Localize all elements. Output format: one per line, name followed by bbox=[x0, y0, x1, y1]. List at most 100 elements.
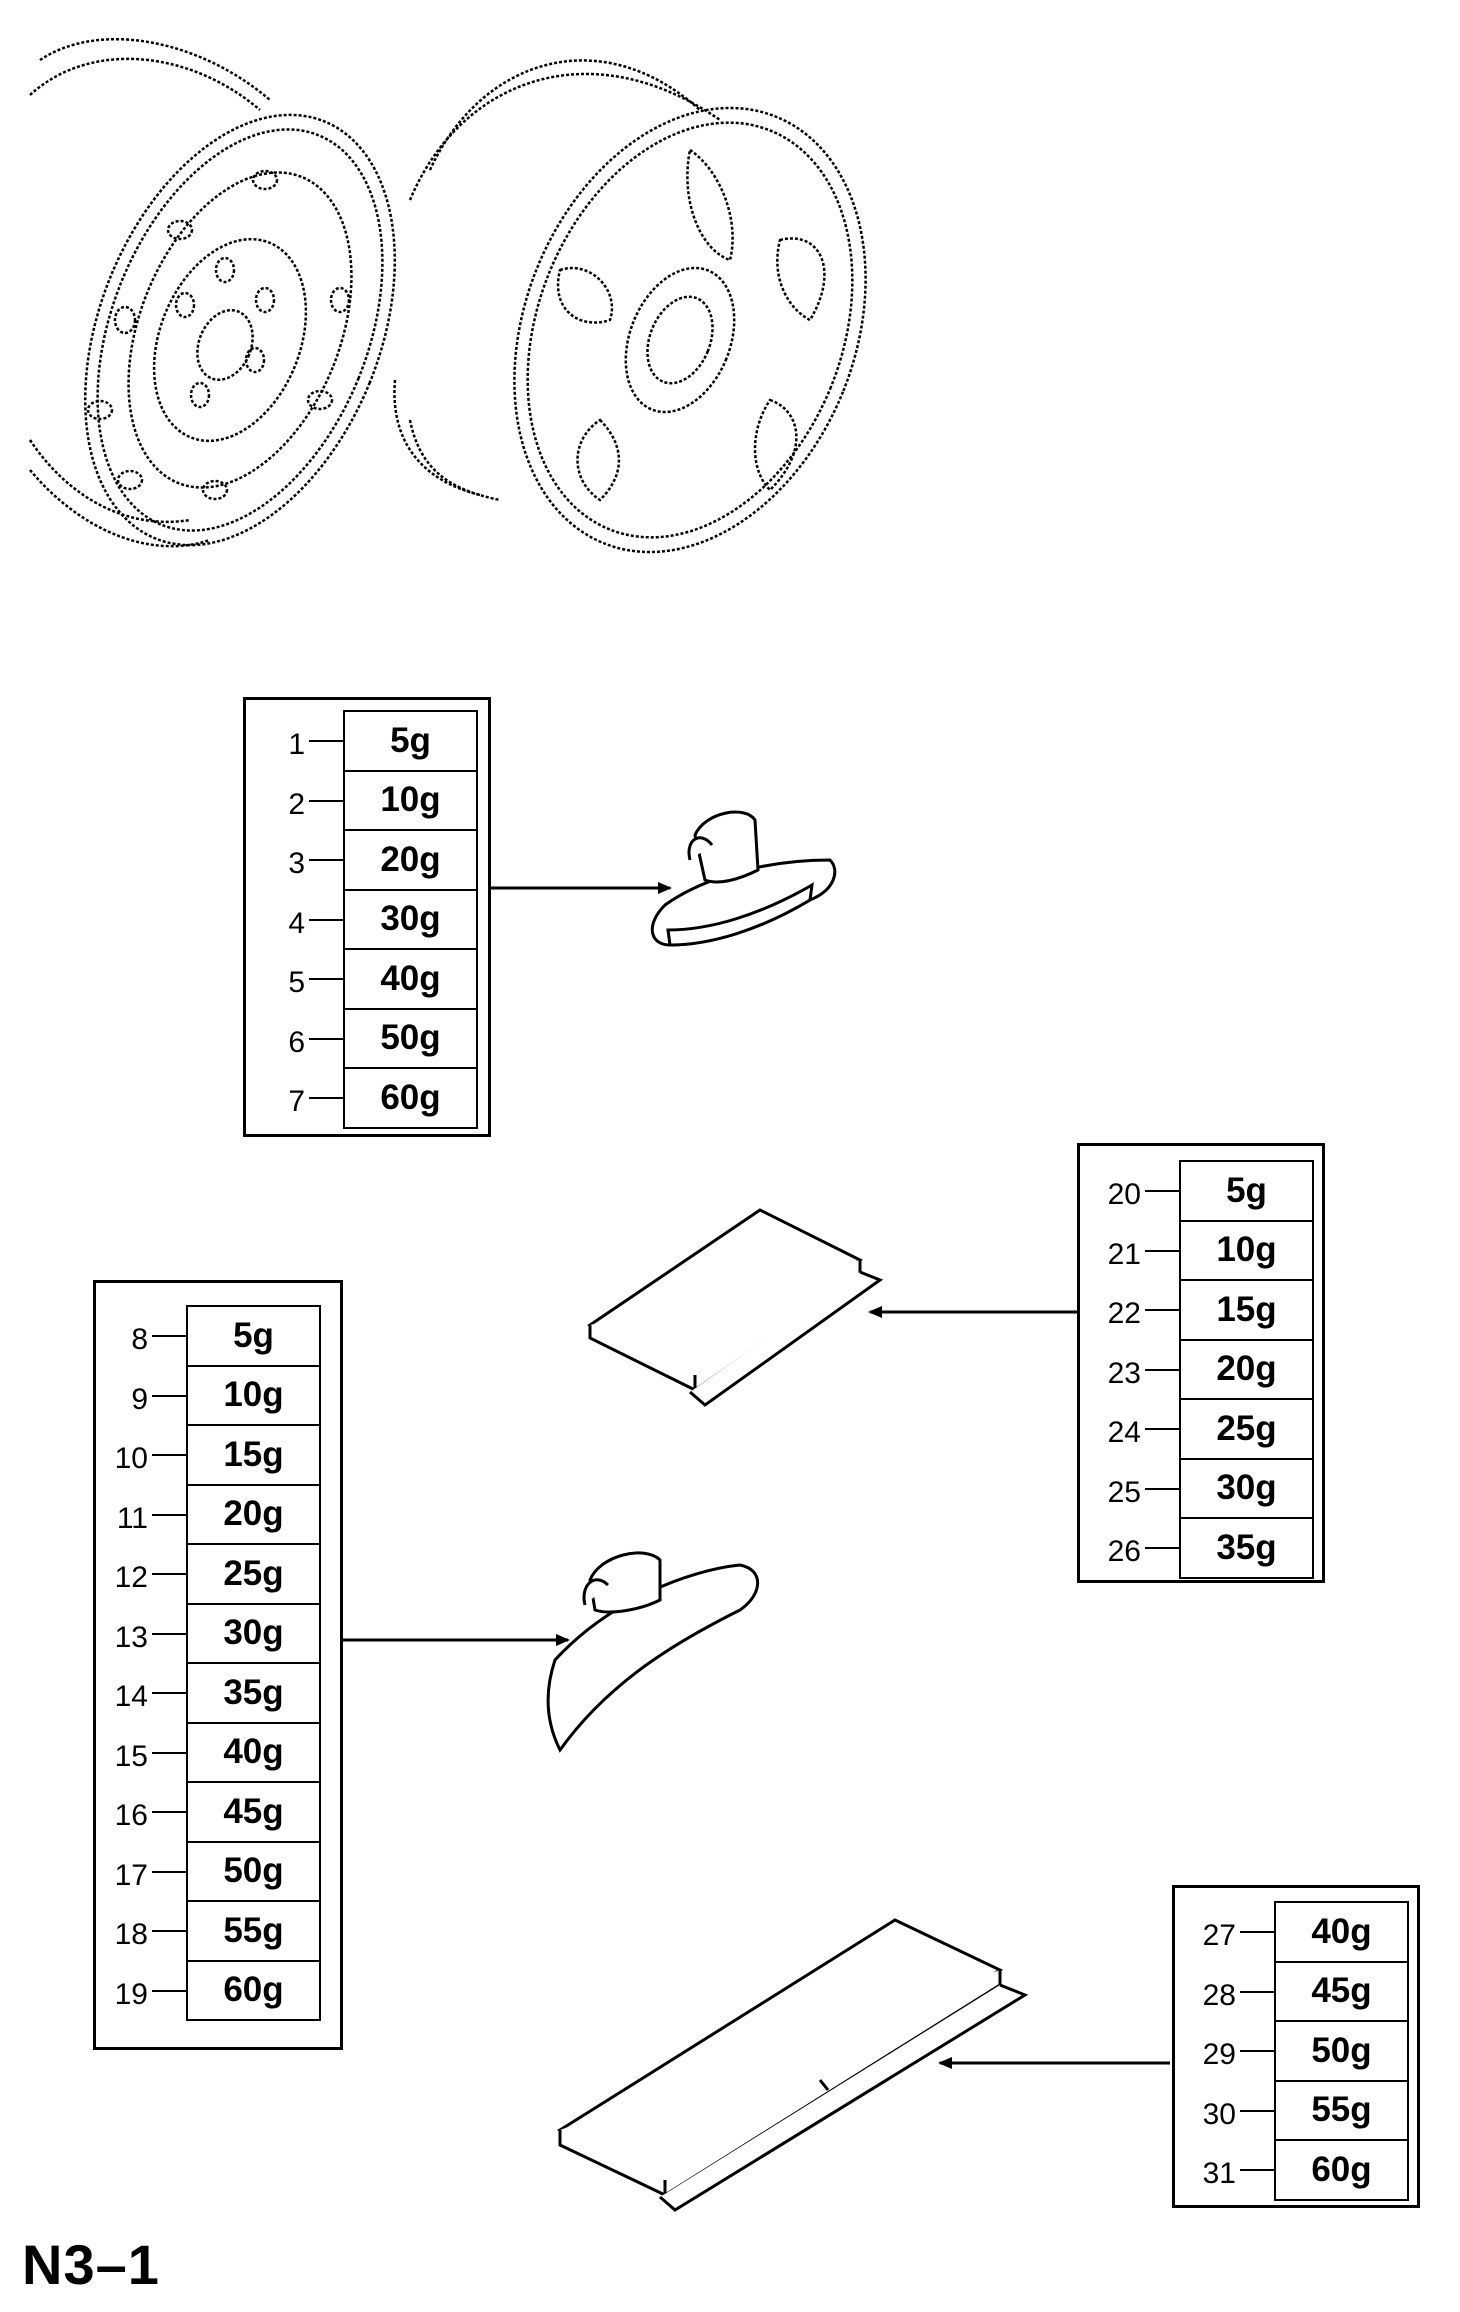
leader-tick bbox=[1145, 1547, 1179, 1549]
weight-cell: 20g bbox=[343, 829, 478, 891]
leader-tick bbox=[152, 1811, 186, 1813]
item-number: 25 bbox=[1107, 1475, 1141, 1509]
leader-tick bbox=[309, 978, 343, 980]
leader-tick bbox=[152, 1573, 186, 1575]
item-number: 28 bbox=[1202, 1978, 1236, 2012]
item-number: 19 bbox=[114, 1977, 148, 2011]
leader-tick bbox=[152, 1930, 186, 1932]
weight-cell: 10g bbox=[186, 1364, 321, 1426]
leader-tick bbox=[309, 799, 343, 802]
item-number: 18 bbox=[114, 1918, 148, 1951]
weight-cell: 55g bbox=[1274, 2079, 1409, 2141]
leader-tick bbox=[309, 740, 343, 742]
weight-cell: 35g bbox=[186, 1662, 321, 1724]
leader-tick bbox=[1145, 1249, 1179, 1252]
weight-cell: 50g bbox=[1274, 2020, 1409, 2082]
item-number: 13 bbox=[114, 1620, 148, 1654]
item-number: 30 bbox=[1202, 2097, 1236, 2131]
weight-cell: 40g bbox=[186, 1721, 321, 1783]
item-number: 29 bbox=[1202, 2038, 1236, 2071]
weight-cell: 40g bbox=[343, 948, 478, 1010]
item-number: 6 bbox=[288, 1025, 305, 1059]
weight-cell: 20g bbox=[1179, 1338, 1314, 1400]
leader-tick bbox=[1240, 2109, 1274, 2112]
item-number: 31 bbox=[1202, 2157, 1236, 2190]
leader-tick bbox=[1145, 1309, 1179, 1311]
item-number: 9 bbox=[131, 1382, 148, 1416]
item-number: 17 bbox=[114, 1858, 148, 1892]
weight-cell: 30g bbox=[343, 888, 478, 950]
weight-table-group-4: 27 40g 28 45g 29 50g 30 55g 31 60g bbox=[1172, 1885, 1420, 2208]
weight-cell: 15g bbox=[186, 1424, 321, 1486]
weight-cell: 45g bbox=[1274, 1960, 1409, 2022]
weight-cell: 5g bbox=[1179, 1160, 1314, 1222]
weight-cell: 20g bbox=[186, 1483, 321, 1545]
leader-tick bbox=[1240, 1931, 1274, 1933]
item-number: 21 bbox=[1107, 1237, 1141, 1271]
steel-wheel-icon bbox=[28, 37, 397, 548]
weight-cell: 30g bbox=[1179, 1457, 1314, 1519]
item-number: 4 bbox=[288, 906, 305, 940]
page-code: N3–1 bbox=[22, 2233, 160, 2296]
adhesive-weight-icon bbox=[586, 1208, 884, 1407]
item-number: 16 bbox=[114, 1799, 148, 1832]
item-number: 11 bbox=[116, 1501, 148, 1535]
item-number: 22 bbox=[1107, 1297, 1141, 1330]
connector-arrows bbox=[342, 882, 1170, 2069]
weight-cell: 5g bbox=[186, 1305, 321, 1367]
weight-cell: 40g bbox=[1274, 1901, 1409, 1963]
weight-cell: 5g bbox=[343, 710, 478, 772]
item-number: 1 bbox=[288, 728, 305, 761]
alloy-wheel-icon bbox=[393, 59, 867, 554]
item-number: 15 bbox=[114, 1739, 148, 1773]
leader-tick bbox=[152, 1513, 186, 1516]
item-number: 7 bbox=[288, 1085, 305, 1118]
leader-tick bbox=[1240, 1990, 1274, 1993]
leader-tick bbox=[1145, 1487, 1179, 1490]
weight-table-group-2: 8 5g 9 10g 10 15g 11 20g 12 25g 13 30g 14 35g 15 40g 16 4… bbox=[93, 1280, 343, 2050]
leader-tick bbox=[309, 918, 343, 921]
leader-tick bbox=[152, 1692, 186, 1694]
weight-cell: 50g bbox=[186, 1840, 321, 1902]
leader-tick bbox=[1145, 1190, 1179, 1192]
item-number: 2 bbox=[288, 787, 305, 821]
weight-cell: 60g bbox=[1274, 2139, 1409, 2201]
leader-tick bbox=[309, 859, 343, 861]
weight-cell: 60g bbox=[343, 1067, 478, 1129]
clip-on-weight-icon bbox=[650, 810, 837, 947]
adhesive-strip-weight-icon bbox=[556, 1918, 1029, 2212]
weight-cell: 25g bbox=[1179, 1398, 1314, 1460]
weight-cell: 15g bbox=[1179, 1279, 1314, 1341]
leader-tick bbox=[152, 1335, 186, 1337]
item-number: 8 bbox=[131, 1323, 148, 1356]
item-number: 27 bbox=[1202, 1919, 1236, 1952]
clip-on-weight-curved-icon bbox=[546, 1551, 760, 1753]
item-number: 20 bbox=[1107, 1178, 1141, 1211]
item-number: 10 bbox=[114, 1442, 148, 1475]
leader-tick bbox=[309, 1097, 343, 1099]
weight-cell: 35g bbox=[1179, 1517, 1314, 1579]
item-number: 12 bbox=[114, 1561, 148, 1594]
weight-cell: 30g bbox=[186, 1602, 321, 1664]
weight-cell: 25g bbox=[186, 1543, 321, 1605]
item-number: 3 bbox=[288, 847, 305, 880]
leader-tick bbox=[1240, 2169, 1274, 2171]
leader-tick bbox=[152, 1870, 186, 1873]
item-number: 5 bbox=[288, 966, 305, 999]
item-number: 26 bbox=[1107, 1535, 1141, 1568]
weight-cell: 45g bbox=[186, 1781, 321, 1843]
leader-tick bbox=[1240, 2050, 1274, 2052]
leader-tick bbox=[152, 1751, 186, 1754]
item-number: 14 bbox=[114, 1680, 148, 1713]
weight-cell: 60g bbox=[186, 1959, 321, 2021]
leader-tick bbox=[309, 1037, 343, 1040]
weight-cell: 10g bbox=[1179, 1219, 1314, 1281]
leader-tick bbox=[152, 1632, 186, 1635]
leader-tick bbox=[152, 1989, 186, 1992]
weight-cell: 55g bbox=[186, 1900, 321, 1962]
leader-tick bbox=[152, 1454, 186, 1456]
leader-tick bbox=[152, 1394, 186, 1397]
